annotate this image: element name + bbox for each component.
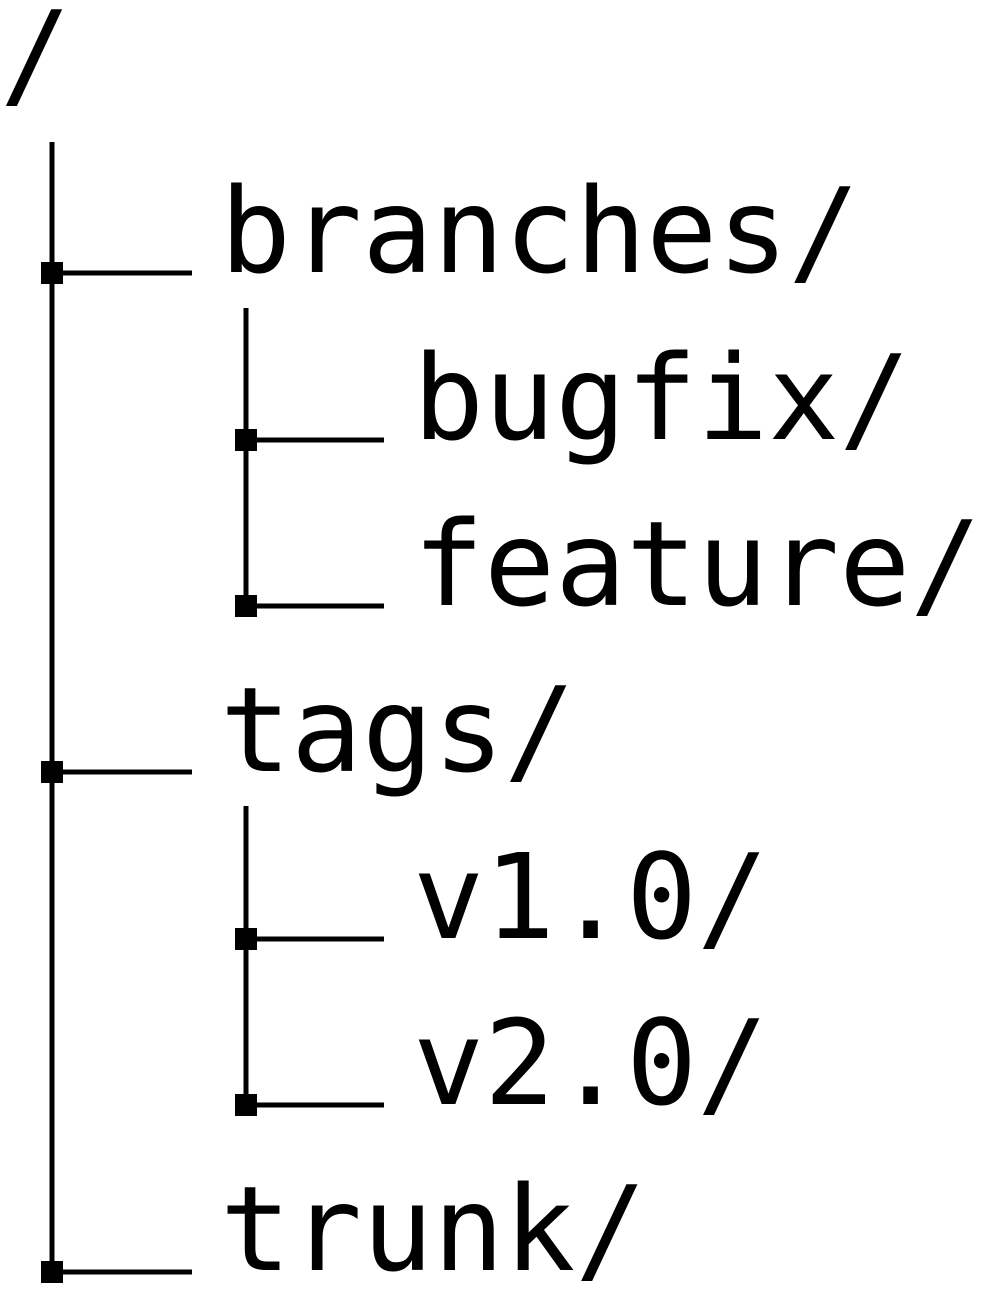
branches-junction-marker xyxy=(41,262,63,284)
feature-junction-marker xyxy=(235,595,257,617)
v2-0-junction-marker xyxy=(235,1094,257,1116)
tree-node-tags: tags/ xyxy=(41,661,575,799)
tree-node-bugfix: bugfix/ xyxy=(235,329,910,467)
tree-node-branches: branches/ xyxy=(41,162,859,300)
trunk-junction-marker xyxy=(41,1261,63,1283)
tags-junction-marker xyxy=(41,761,63,783)
trunk-label: trunk/ xyxy=(220,1160,646,1292)
tree-node-v2-0: v2.0/ xyxy=(235,994,768,1132)
v1-0-junction-marker xyxy=(235,928,257,950)
v2-0-label: v2.0/ xyxy=(413,994,768,1132)
tags-label: tags/ xyxy=(220,661,575,799)
bugfix-label: bugfix/ xyxy=(413,329,910,467)
feature-label: feature/ xyxy=(413,495,981,633)
tree-node-v1-0: v1.0/ xyxy=(235,828,768,966)
branches-label: branches/ xyxy=(220,162,859,300)
tree-node-feature: feature/ xyxy=(235,495,981,633)
bugfix-junction-marker xyxy=(235,429,257,451)
tree-node-trunk: trunk/ xyxy=(41,1160,646,1292)
v1-0-label: v1.0/ xyxy=(413,828,768,966)
tree-root-label: / xyxy=(0,0,71,123)
